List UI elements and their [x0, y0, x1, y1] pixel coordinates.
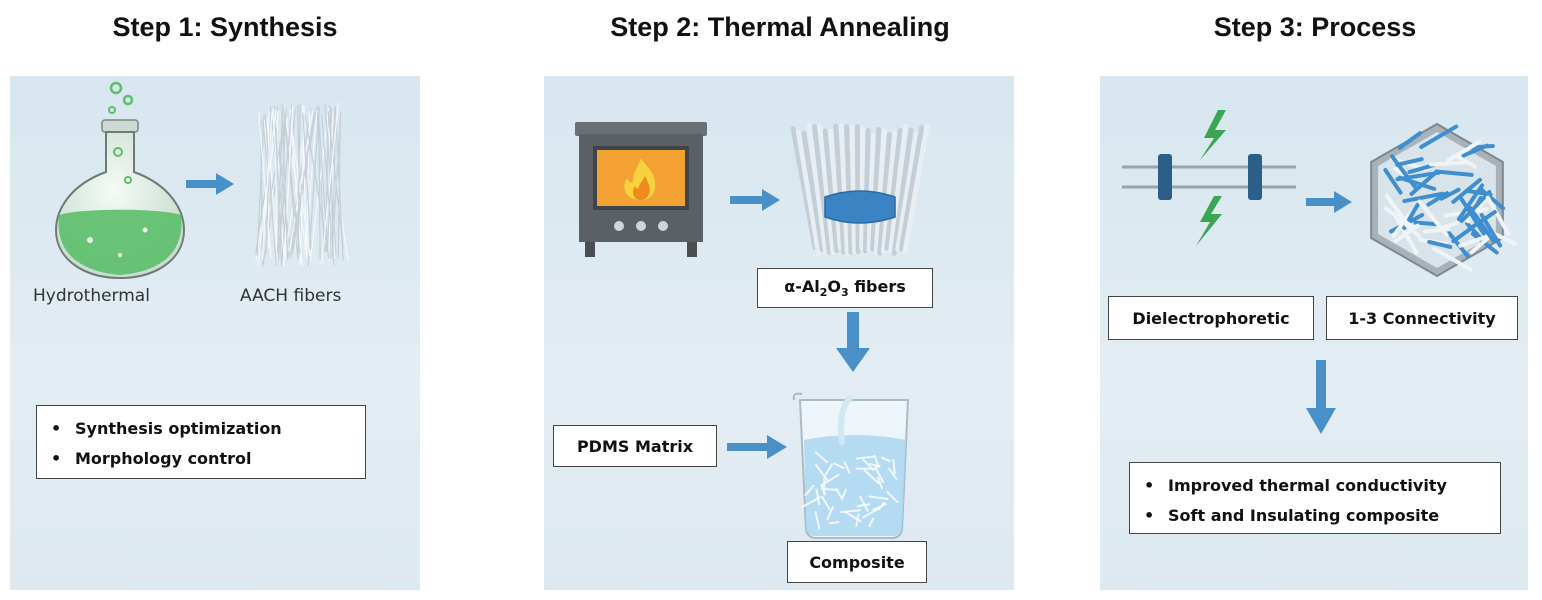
arrow-icon — [186, 173, 234, 195]
alumina-fibers-label: α-Al2O3 fibers — [757, 268, 933, 308]
pdms-matrix-label: PDMS Matrix — [553, 425, 717, 467]
step1-panel — [10, 76, 420, 590]
hydrothermal-label: Hydrothermal — [33, 286, 150, 306]
lightning-icon — [1200, 110, 1226, 160]
arrow-icon — [1306, 191, 1352, 213]
arrow-icon — [1306, 360, 1336, 434]
connectivity-label: 1-3 Connectivity — [1326, 296, 1518, 340]
step1-title: Step 1: Synthesis — [112, 12, 338, 42]
step3-bullet-box: •Improved thermal conductivity •Soft and… — [1129, 462, 1501, 534]
hexagon-composite-icon — [1370, 122, 1518, 278]
arrow-icon — [727, 435, 787, 459]
aach-fibers-label: AACH fibers — [240, 286, 342, 306]
banded-fibers-icon — [790, 122, 930, 257]
list-item: •Improved thermal conductivity — [1144, 476, 1447, 495]
flask-icon — [54, 81, 186, 280]
composite-label: Composite — [787, 541, 927, 583]
arrow-icon — [836, 312, 870, 372]
beaker-icon — [792, 392, 910, 539]
electrodes-icon — [1122, 110, 1296, 246]
list-item: •Soft and Insulating composite — [1144, 506, 1440, 525]
list-item: •Morphology control — [51, 449, 252, 468]
step3-title: Step 3: Process — [1213, 12, 1417, 42]
list-item: •Synthesis optimization — [51, 419, 282, 438]
arrow-icon — [730, 189, 780, 211]
furnace-icon — [575, 122, 707, 257]
fibers-icon — [255, 102, 349, 267]
step1-bullet-box: •Synthesis optimization •Morphology cont… — [36, 405, 366, 479]
dielectrophoretic-label: Dielectrophoretic — [1108, 296, 1314, 340]
lightning-icon — [1196, 196, 1222, 246]
step2-title: Step 2: Thermal Annealing — [610, 12, 950, 42]
